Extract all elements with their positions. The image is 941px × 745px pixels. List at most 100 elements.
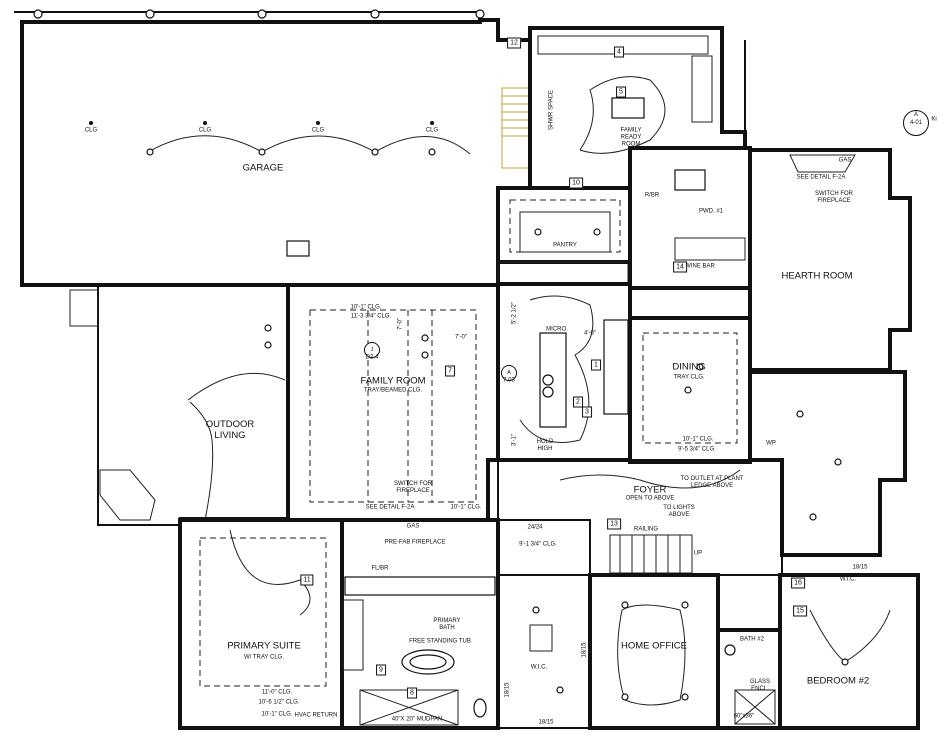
room-label-garage: GARAGE [242, 162, 284, 174]
section-marker-family-room: J [364, 342, 380, 358]
shower-space-note: SHWR SPACE [548, 90, 555, 130]
room-label-outdoor-living: OUTDOOR LIVING [205, 419, 255, 441]
clg-note: CLG [425, 127, 439, 134]
prefab-fireplace-note: PRE-FAB FIREPLACE [384, 539, 446, 546]
kitchen-range-wall [603, 319, 629, 415]
dim-label: 18/15 [581, 642, 588, 658]
dining-tray [642, 332, 738, 444]
bench [611, 97, 645, 119]
fixture-tag: 11 [300, 574, 314, 586]
room-label-bath2: BATH #2 [740, 636, 764, 643]
room-label-family-room: FAMILY ROOM [360, 375, 426, 387]
section-marker-ref: D2.4 [365, 354, 379, 361]
garage-lights [33, 9, 485, 257]
lights-note: TO LIGHTS ABOVE [663, 505, 695, 518]
fixture-tag: 10 [569, 177, 583, 189]
fl-br-note: FL/BR [371, 565, 389, 572]
wine-bar-counter [674, 237, 746, 261]
powder-sink [674, 169, 706, 191]
fixture-tag: 16 [791, 577, 805, 589]
family-room-tray [309, 309, 477, 503]
glass-enclosure-note: GLASS ENCL. [749, 679, 771, 692]
fireplace-detail-note: SEE DETAIL F-2A [365, 504, 415, 511]
section-marker-letter: A [507, 370, 511, 376]
section-marker-kitchen: A [501, 365, 517, 381]
dim-label: 24/24 [527, 524, 543, 531]
fixture-tag: 12 [507, 37, 521, 49]
kitchen-wire [519, 295, 594, 443]
dim-label: 7'-0" [455, 334, 467, 341]
fireplace-detail-note: SEE DETAIL F-2A [796, 174, 846, 181]
room-label-primary-suite: PRIMARY SUITE [227, 640, 301, 652]
dim-label: 10'-6 1/2" CLG. [258, 699, 300, 706]
fixture-tag: 2 [573, 396, 583, 408]
room-label-pwd: PWD. #1 [698, 208, 724, 215]
foyer-wire [559, 469, 741, 489]
fixture-tag: 3 [582, 406, 592, 418]
room-label-home-office: HOME OFFICE [621, 640, 687, 652]
clg-note: CLG [311, 127, 325, 134]
fixture-tag: 5 [616, 86, 626, 98]
room-label-hearth-room: HEARTH ROOM [781, 270, 853, 282]
fixture-tag: 1 [591, 359, 601, 371]
hold-high-note: HOLD HIGH [536, 439, 554, 452]
fixture-tag: 14 [673, 261, 687, 273]
dim-label: 10'-1" CLG. [261, 711, 293, 718]
fixture-tag: 7 [445, 365, 455, 377]
primary-suite-ceiling: W/ TRAY CLG. [243, 654, 285, 661]
clg-note: CLG [198, 127, 212, 134]
room-label-wine-bar: WINE BAR [685, 263, 715, 270]
fixture-tag: 8 [407, 687, 417, 699]
railing-note: RAILING [633, 526, 659, 533]
room-label-foyer: FOYER [633, 484, 667, 496]
section-reference-marker: A 4-01 [903, 110, 929, 136]
dim-label: 10'-1" CLG. [682, 436, 714, 443]
section-ref-side-text: Ki [931, 116, 937, 123]
shower-size-note: 60"x36" [733, 713, 755, 720]
room-label-wic: W.I.C. [530, 664, 548, 671]
garage-wire [149, 135, 471, 155]
stair-up-note: UP [693, 550, 703, 557]
family-room-walls [286, 283, 500, 522]
dim-label: 18/15 [852, 564, 868, 571]
clg-note: CLG [84, 127, 98, 134]
dim-label: 11'-0" CLG. [261, 689, 293, 696]
hvac-return-note: HVAC RETURN [294, 712, 338, 719]
kitchen-upper-cabinets [497, 261, 629, 285]
room-label-family-ready-room: FAMILY READY ROOM [620, 127, 642, 148]
mudpan-note: 40"X 20" MUDPAN [391, 716, 443, 723]
dim-label: 5'-2 1/2" [511, 302, 518, 324]
cabinets-right [691, 55, 713, 123]
right-porch-walls [748, 370, 907, 557]
dim-label: 7'-0" [397, 318, 404, 330]
dim-label: 9'-5 3/4" CLG. [678, 446, 716, 453]
fixture-tag: 15 [793, 605, 807, 617]
room-label-dining: DINING [672, 361, 706, 373]
dining-ceiling: TRAY CLG. [673, 374, 705, 381]
bedroom2-walls [778, 573, 920, 730]
fixture-tag: 9 [376, 664, 386, 676]
outdoor-fireplace [99, 469, 156, 521]
section-marker-ref: 7.03 [503, 377, 515, 384]
fr-room-wire [579, 76, 666, 154]
section-marker-letter: J [370, 347, 374, 353]
primary-suite-tray [199, 537, 327, 687]
fixture-tag: 13 [607, 518, 621, 530]
outdoor-wire [187, 372, 286, 401]
primary-suite-walls [178, 518, 344, 730]
bath-vanity [344, 576, 496, 596]
room-label-wic: W.I.C. [839, 576, 857, 583]
gas-note: GAS [838, 157, 852, 164]
dim-label: 11'-3 3/4" CLG. [350, 313, 392, 320]
family-room-ceiling: TRAY/BEAMED CLG. [363, 387, 423, 394]
microwave-note: MICRO. [546, 326, 568, 333]
dim-label: 10'-1" CLG. [350, 304, 382, 311]
hearth-room-walls [748, 148, 912, 372]
ps-wire [229, 529, 311, 616]
foyer-note: OPEN TO ABOVE [625, 495, 675, 502]
fireplace-switch-note: SWITCH FOR FIREPLACE [394, 481, 432, 494]
fireplace-hearth [789, 154, 856, 173]
gas-note: GAS [406, 523, 420, 530]
outlet-note: TO OUTLET AT PLANT LEDGE ABOVE [680, 476, 744, 489]
